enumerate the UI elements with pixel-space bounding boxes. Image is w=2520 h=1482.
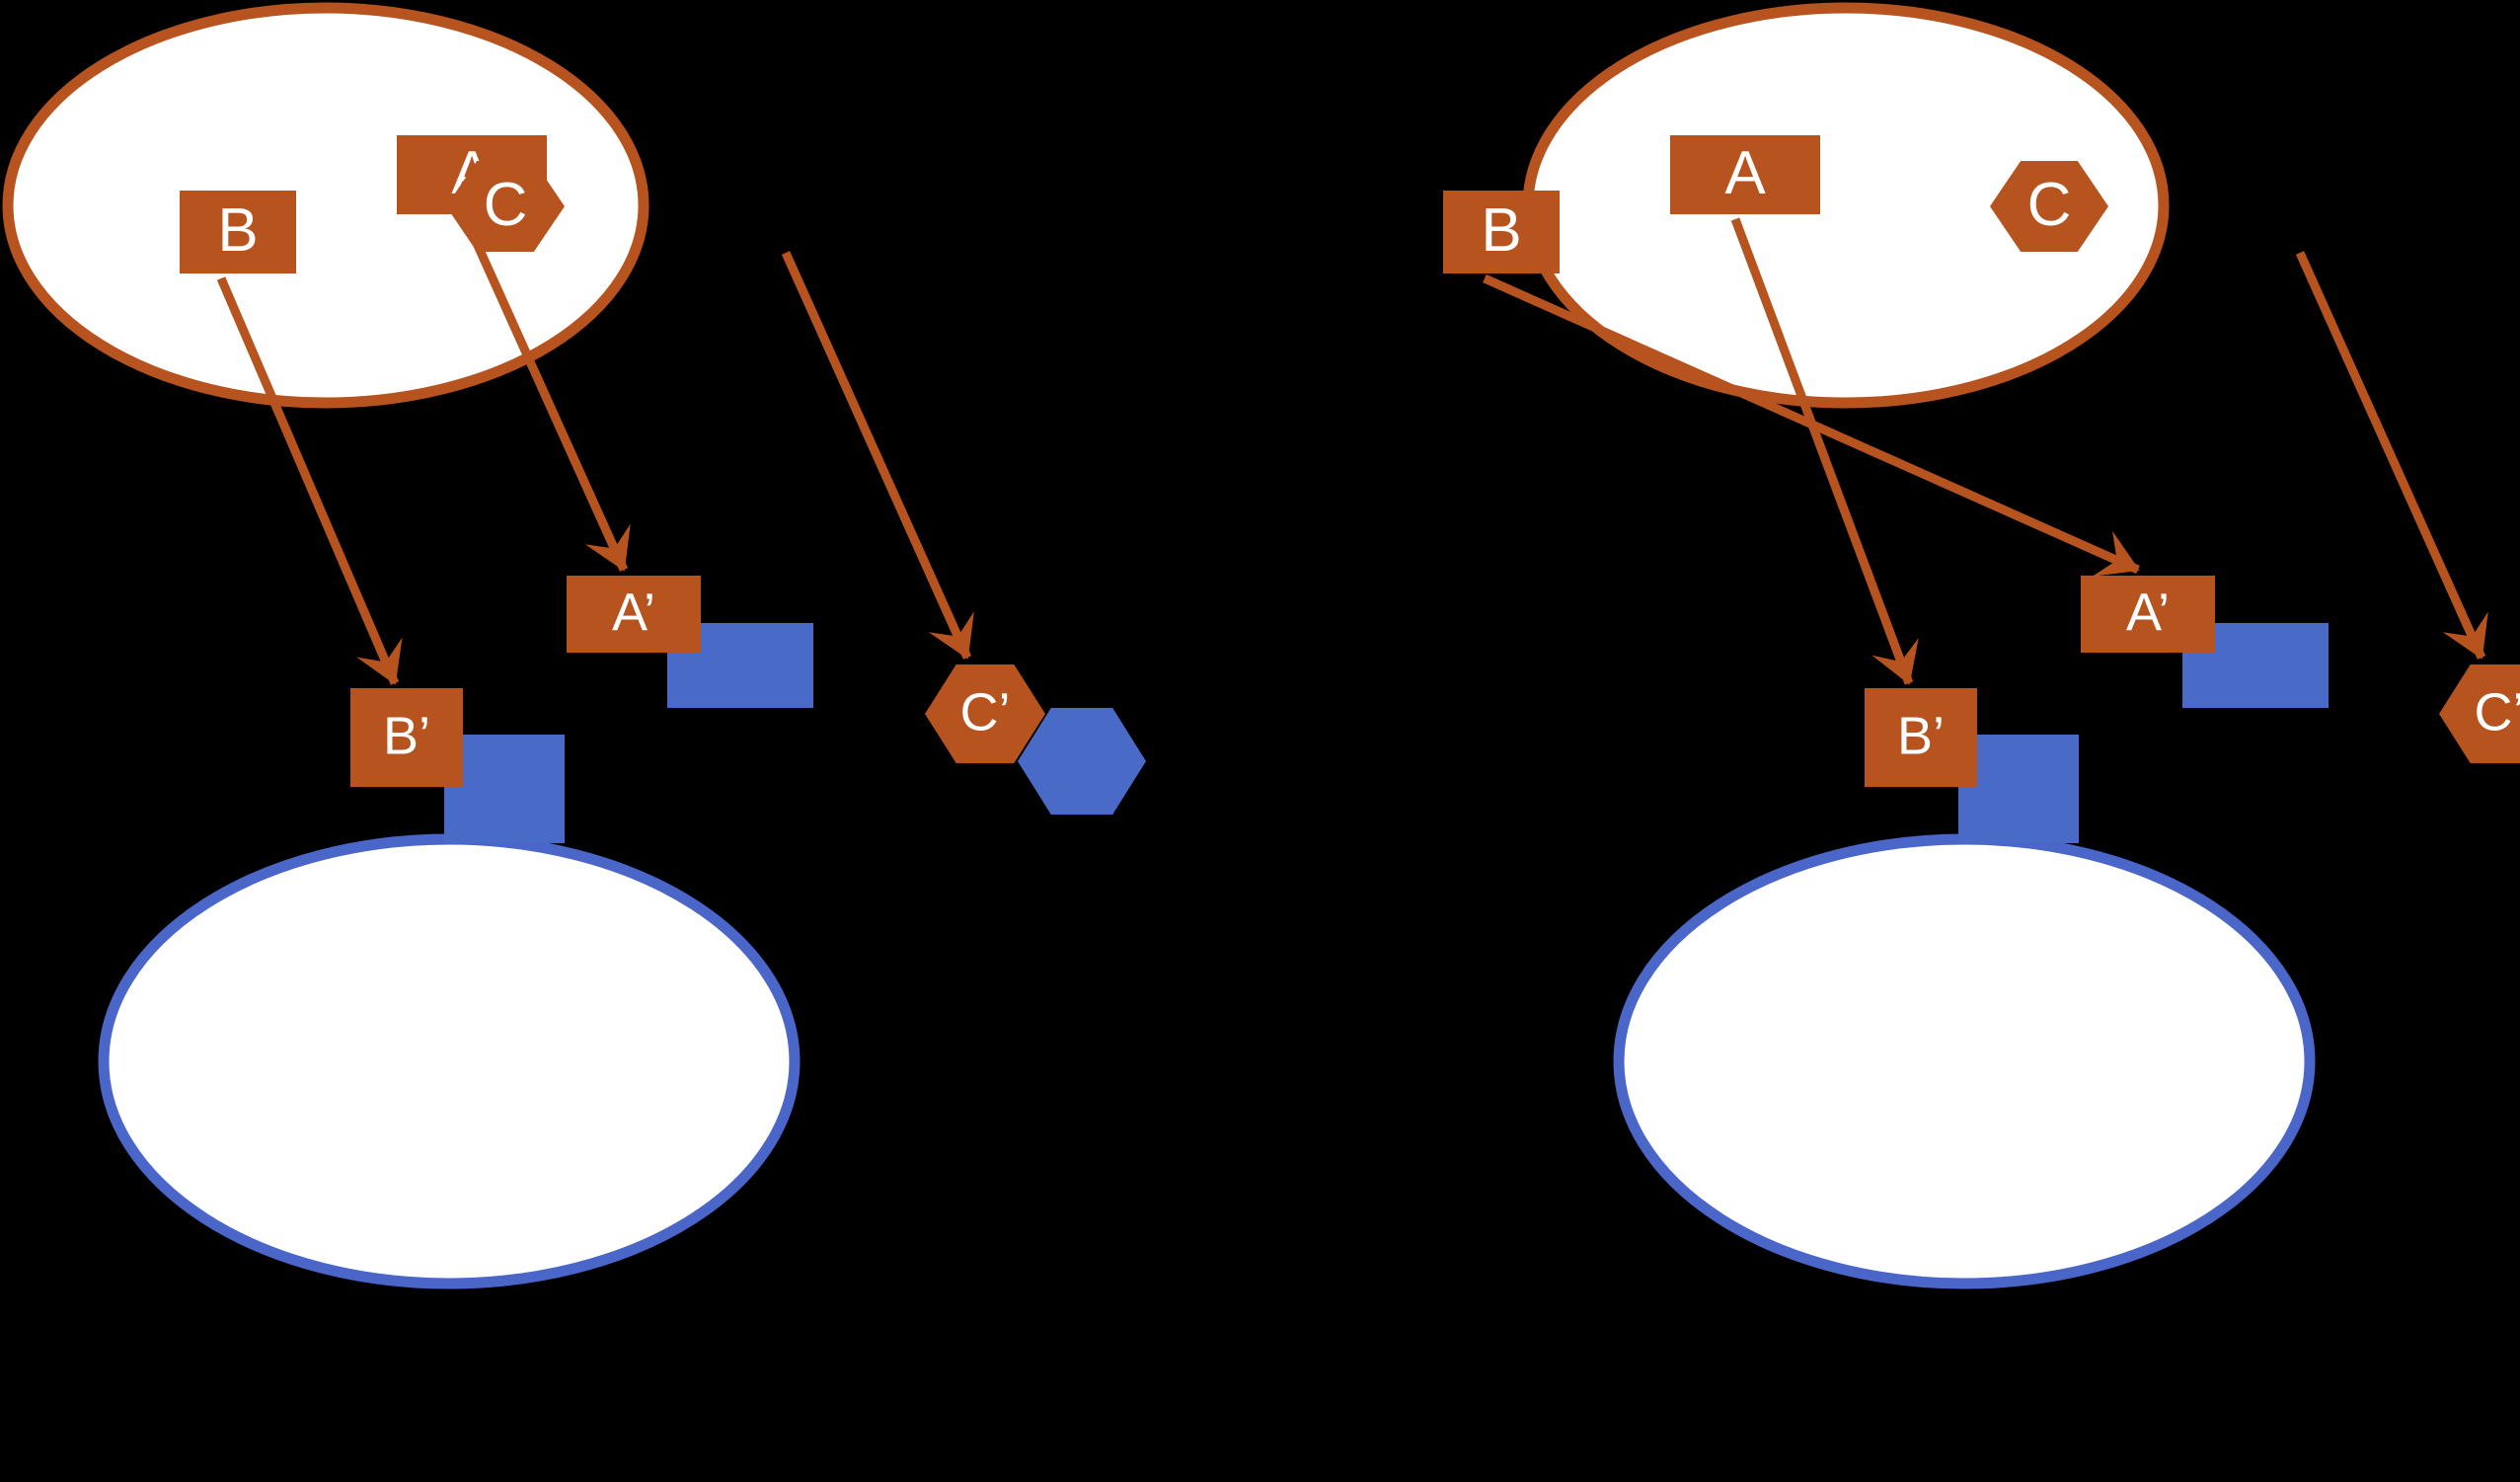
left-diagram-arrow-C-to-Cprime[interactable] bbox=[781, 251, 974, 660]
right-diagram-source-node-C[interactable]: C bbox=[1990, 161, 2108, 252]
right-diagram-target-node-Cprime-hexagon bbox=[2439, 664, 2520, 763]
left-diagram-target-node-Aprime[interactable]: A’ bbox=[567, 576, 701, 653]
right-diagram-target-node-Cprime[interactable]: C’ bbox=[2439, 664, 2520, 763]
right-diagram-source-node-A-rect bbox=[1670, 135, 1820, 214]
left-diagram-source-node-C[interactable]: C bbox=[446, 161, 565, 252]
right-diagram-target-node-Aprime[interactable]: A’ bbox=[2081, 576, 2215, 653]
left-diagram-source-node-B-rect bbox=[180, 191, 296, 273]
right-diagram-target-node-Bprime-rect bbox=[1865, 688, 1977, 787]
right-diagram-arrow-B-to-Aprime[interactable] bbox=[1483, 273, 2140, 577]
right-diagram-source-node-A-label: A bbox=[1724, 139, 1766, 207]
left-diagram-ghost-Cprime-hexagon bbox=[1018, 708, 1146, 815]
right-diagram-target-set-ellipse[interactable] bbox=[1613, 833, 2316, 1289]
left-diagram-ghost-Cprime[interactable] bbox=[1018, 708, 1146, 815]
left-diagram-arrow-B-to-Bprime[interactable] bbox=[216, 276, 403, 685]
left-diagram-target-node-Cprime[interactable]: C’ bbox=[925, 664, 1045, 763]
right-diagram-source-node-B-rect bbox=[1443, 191, 1560, 273]
right-diagram-arrow-C-to-Cprime[interactable] bbox=[2295, 251, 2488, 660]
right-diagram-arrow-A-to-Bprime[interactable] bbox=[1730, 217, 1919, 685]
right-diagram-target-node-Bprime-label: B’ bbox=[1897, 706, 1945, 765]
left-diagram-ghost-Bprime[interactable] bbox=[444, 735, 565, 843]
left-diagram-target-node-Aprime-label: A’ bbox=[612, 583, 655, 642]
right-diagram-target-node-Aprime-rect bbox=[2081, 576, 2215, 653]
left-diagram-source-node-B-label: B bbox=[217, 196, 258, 265]
right-diagram-ghost-Bprime[interactable] bbox=[1958, 735, 2079, 843]
left-diagram-target-node-Bprime[interactable]: B’ bbox=[350, 688, 463, 787]
left-diagram-target-node-Aprime-rect bbox=[567, 576, 701, 653]
right-diagram-target-node-Bprime[interactable]: B’ bbox=[1865, 688, 1977, 787]
order-violating-mapping: A B C A’ B’ C’ bbox=[1443, 2, 2520, 1289]
left-diagram-target-node-Cprime-label: C’ bbox=[960, 682, 1011, 741]
left-diagram-target-node-Bprime-label: B’ bbox=[383, 706, 430, 765]
right-diagram-target-node-Cprime-label: C’ bbox=[2475, 682, 2520, 741]
right-diagram-target-node-Aprime-label: A’ bbox=[2126, 583, 2170, 642]
left-diagram-source-node-C-label: C bbox=[484, 171, 528, 239]
right-diagram-source-node-B[interactable]: B bbox=[1443, 191, 1560, 273]
left-diagram-source-set-ellipse[interactable] bbox=[2, 2, 649, 409]
right-diagram-source-node-B-label: B bbox=[1481, 196, 1521, 265]
left-diagram-source-node-B[interactable]: B bbox=[180, 191, 296, 273]
left-diagram-ghost-Bprime-rect bbox=[444, 735, 565, 843]
left-diagram-source-node-C-hexagon bbox=[446, 161, 565, 252]
left-diagram-target-node-Cprime-hexagon bbox=[925, 664, 1045, 763]
right-diagram-ghost-Bprime-rect bbox=[1958, 735, 2079, 843]
right-diagram-source-node-C-label: C bbox=[2027, 171, 2072, 239]
left-diagram-target-set-ellipse[interactable] bbox=[98, 833, 801, 1289]
right-diagram-source-node-A[interactable]: A bbox=[1670, 135, 1820, 214]
right-diagram-source-node-C-hexagon bbox=[1990, 161, 2108, 252]
left-diagram-target-node-Bprime-rect bbox=[350, 688, 463, 787]
left-diagram-arrow-A-to-Aprime[interactable] bbox=[461, 217, 631, 572]
